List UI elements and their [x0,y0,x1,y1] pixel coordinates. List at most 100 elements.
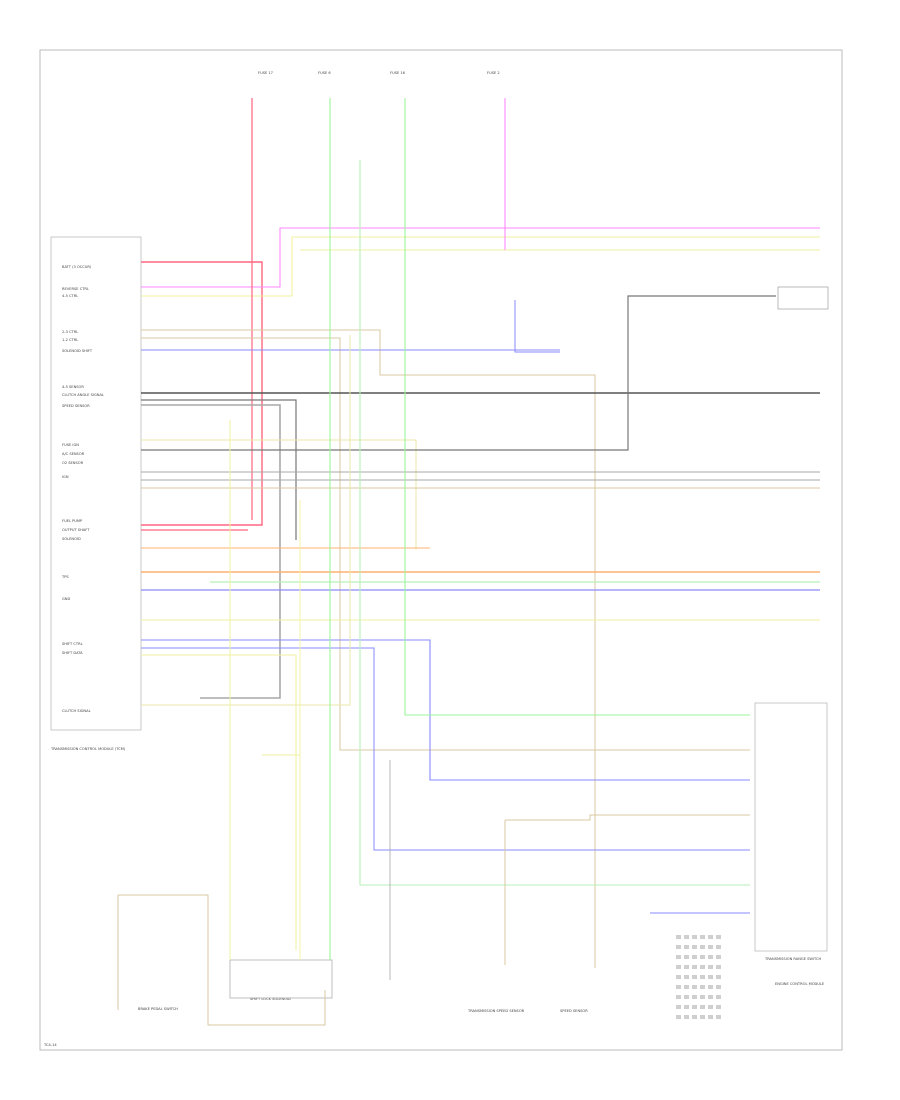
grid-cell-15 [700,955,705,959]
grid-cell-31 [684,985,689,989]
tcm-label-14: OUTPUT SHAFT [62,528,90,532]
tcm-label-1: REVERSE CTRL [62,287,89,291]
bottom-label-0: BRAKE PEDAL SWITCH [138,1007,178,1011]
grid-cell-46 [708,1005,713,1009]
wire-9 [141,399,297,540]
wire-group [117,98,820,1026]
grid-cell-41 [716,995,721,999]
tcm-label-8: SPEED SENSOR [62,404,90,408]
grid-cell-29 [716,975,721,979]
wire-25 [141,335,351,706]
grid-cell-44 [692,1005,697,1009]
grid-cell-27 [700,975,705,979]
tcm-label-12: IGN [62,475,69,479]
tcm-box [50,236,142,731]
grid-cell-24 [676,975,681,979]
grid-cell-45 [700,1005,705,1009]
bottom-captions: BRAKE PEDAL SWITCH SHIFT LOCK SOLENOID T… [138,982,825,1013]
grid-cell-11 [716,945,721,949]
grid-cell-18 [676,965,681,969]
bottom-label-3: SPEED SENSOR [560,1009,588,1013]
wire-28 [404,98,750,716]
wire-1 [141,227,820,288]
fuse-label-0: FUSE 17 [258,71,273,75]
tcm-label-9: FUSE IGN [62,443,79,447]
tcm-label-7: CLUTCH ANGLE SIGNAL [62,393,104,397]
wire-27 [359,160,750,886]
grid-cell-1 [684,935,689,939]
grid-cell-20 [692,965,697,969]
tcm-label-16: TPS [61,575,69,579]
tcm-label-17: GND [62,597,70,601]
grid-cell-9 [700,945,705,949]
grid-cell-14 [692,955,697,959]
wire-11 [141,439,417,550]
wire-33 [505,814,750,821]
figure-id: TC4-14 [43,1043,57,1047]
wire-10 [141,404,281,699]
fuse-label-3: FUSE 2 [487,71,500,75]
bottom-label-2: TRANSMISSION SPEED SENSOR [467,1009,525,1013]
grid-cell-22 [708,965,713,969]
grid-cell-19 [684,965,689,969]
wire-23 [141,647,750,851]
grid-cell-26 [692,975,697,979]
wire-12 [141,295,776,451]
wire-6 [141,337,750,751]
grid-cell-36 [676,995,681,999]
grid-cell-52 [708,1015,713,1019]
range-switch-box [754,702,828,952]
grid-cell-50 [692,1015,697,1019]
grid-cell-47 [716,1005,721,1009]
grid-cell-53 [716,1015,721,1019]
grid-cell-39 [700,995,705,999]
fuse-label-2: FUSE 16 [390,71,406,75]
bottom-label-4: ENGINE CONTROL MODULE [775,982,825,986]
grid-cell-3 [700,935,705,939]
tcm-label-2: 4-5 CTRL [62,294,78,298]
tcm-label-6: 4-5 SENSOR [62,385,84,389]
tcm-label-11: O2 SENSOR [62,461,84,465]
wire-22 [141,639,750,781]
tcm-label-15: SOLENOID [62,537,81,541]
grid-cell-42 [676,1005,681,1009]
grid-cell-10 [708,945,713,949]
grid-cell-28 [708,975,713,979]
sensor-box [777,286,829,310]
grid-cell-6 [676,945,681,949]
tcm-label-10: A/C SENSOR [62,452,85,456]
tcm-pin-labels: BATT (3 OCCUR) REVERSE CTRL 4-5 CTRL 2-3… [50,265,126,751]
grid-cell-32 [692,985,697,989]
grid-cell-48 [676,1015,681,1019]
fuse-label-1: FUSE 6 [318,71,331,75]
bottom-label-1: SHIFT LOCK SOLENOID [250,997,291,1001]
tcm-caption: TRANSMISSION CONTROL MODULE (TCM) [50,747,126,751]
tcm-label-4: 1-2 CTRL [62,338,78,342]
wire-36 [118,894,326,1026]
grid-cell-33 [700,985,705,989]
tcm-label-5: SOLENOID SHIFT [62,349,93,353]
wire-24 [141,654,297,950]
grid-cell-7 [684,945,689,949]
connector-grid [676,935,721,1019]
tcm-label-18: SHIFT CTRL [62,642,83,646]
tcm-label-3: 2-3 CTRL [62,330,78,334]
grid-cell-40 [708,995,713,999]
tcm-label-20: CLUTCH SIGNAL [62,709,91,713]
grid-cell-43 [684,1005,689,1009]
grid-cell-4 [708,935,713,939]
grid-cell-0 [676,935,681,939]
grid-cell-21 [700,965,705,969]
grid-cell-23 [716,965,721,969]
shift-lock-box [229,959,333,999]
wire-30 [514,300,560,353]
grid-cell-5 [716,935,721,939]
grid-cell-12 [676,955,681,959]
tcm-label-13: FUEL PUMP [62,519,83,523]
tcm-label-19: SHIFT DATA [62,651,83,655]
fuse-labels: FUSE 17 FUSE 6 FUSE 16 FUSE 2 [258,71,500,75]
diagram-border [39,49,843,1051]
grid-cell-49 [684,1015,689,1019]
